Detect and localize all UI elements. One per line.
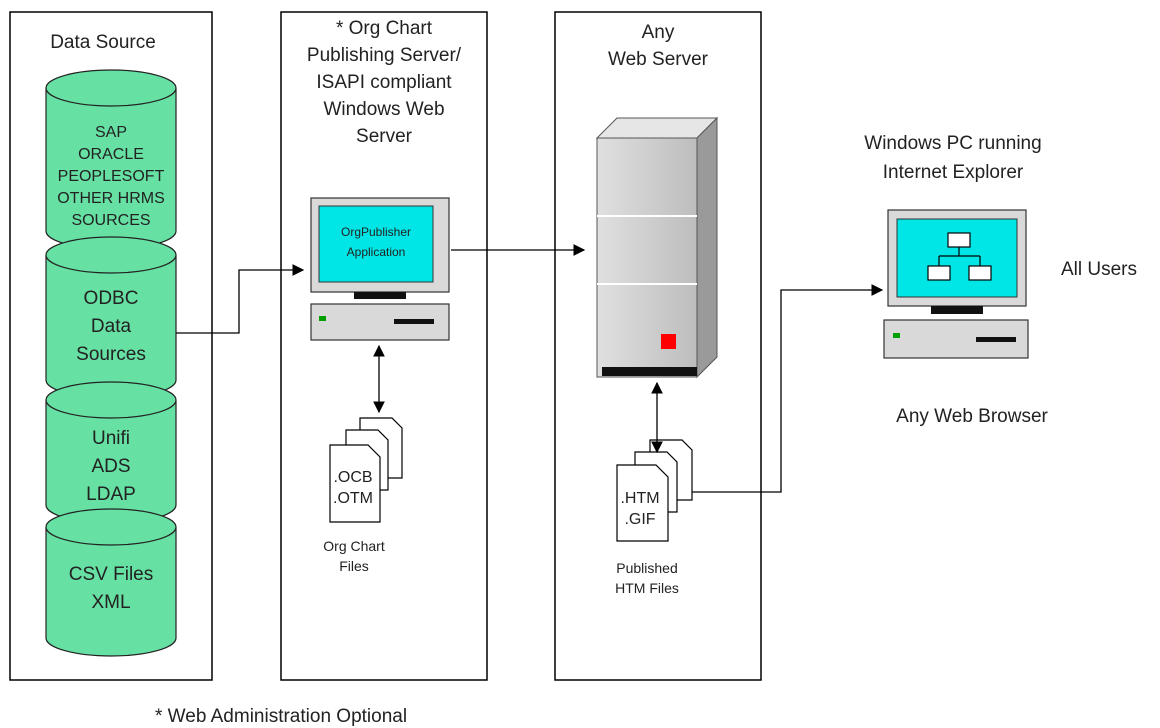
orgpublisher-computer: OrgPublisher Application xyxy=(310,197,450,341)
database-hrms: SAP ORACLE PEOPLESOFT OTHER HRMS SOURCES xyxy=(45,69,177,250)
svg-text:.OCB: .OCB xyxy=(333,469,372,486)
svg-text:Windows Web: Windows Web xyxy=(323,99,444,120)
orgpub-screen-line2: Application xyxy=(347,245,406,259)
svg-text:OTHER HRMS: OTHER HRMS xyxy=(57,190,165,207)
data-source-title: Data Source xyxy=(50,32,156,53)
svg-text:.GIF: .GIF xyxy=(624,511,655,528)
published-files-caption-1: Published xyxy=(616,560,678,576)
orgpub-screen-line1: OrgPublisher xyxy=(341,225,411,239)
database-files: CSV Files XML xyxy=(45,508,177,657)
svg-text:Web Server: Web Server xyxy=(608,49,709,70)
all-users-label: All Users xyxy=(1061,259,1137,280)
database-odbc: ODBC Data Sources xyxy=(45,236,177,399)
files-to-client-arrow xyxy=(692,284,884,493)
web-server-title: Any Web Server xyxy=(608,22,709,70)
svg-text:* Org Chart: * Org Chart xyxy=(336,18,433,39)
svg-text:LDAP: LDAP xyxy=(86,484,136,505)
org-chart-files-caption-2: Files xyxy=(339,558,369,574)
svg-text:ORACLE: ORACLE xyxy=(78,146,144,163)
svg-text:.HTM: .HTM xyxy=(620,490,659,507)
org-chart-files-icon: .OCB .OTM xyxy=(329,417,403,523)
published-files-icon: .HTM .GIF xyxy=(616,439,693,542)
any-web-browser-label: Any Web Browser xyxy=(896,406,1048,427)
svg-text:ODBC: ODBC xyxy=(84,288,139,309)
org-chart-files-caption-1: Org Chart xyxy=(323,538,385,554)
svg-text:Data: Data xyxy=(91,316,132,337)
svg-text:Unifi: Unifi xyxy=(92,428,130,449)
svg-text:ISAPI compliant: ISAPI compliant xyxy=(316,72,452,93)
footnote: * Web Administration Optional xyxy=(155,706,407,727)
svg-text:ADS: ADS xyxy=(91,456,130,477)
svg-text:Sources: Sources xyxy=(76,344,146,365)
web-server-tower xyxy=(595,116,719,379)
svg-text:Any: Any xyxy=(642,22,675,43)
client-computer xyxy=(883,209,1029,359)
svg-text:SAP: SAP xyxy=(95,124,127,141)
client-title-2: Internet Explorer xyxy=(883,162,1024,183)
svg-text:PEOPLESOFT: PEOPLESOFT xyxy=(58,168,165,185)
svg-text:CSV Files: CSV Files xyxy=(69,564,153,585)
org-chart-server-title: * Org Chart Publishing Server/ ISAPI com… xyxy=(307,18,462,147)
svg-text:SOURCES: SOURCES xyxy=(71,212,150,229)
database-directory: Unifi ADS LDAP xyxy=(45,381,177,524)
client-title-1: Windows PC running xyxy=(864,133,1041,154)
org-chart-icon xyxy=(927,232,992,281)
published-files-caption-2: HTM Files xyxy=(615,580,679,596)
svg-text:Server: Server xyxy=(356,126,413,147)
svg-text:XML: XML xyxy=(91,592,130,613)
svg-text:Publishing Server/: Publishing Server/ xyxy=(307,45,462,66)
odbc-to-orgpublisher-arrow xyxy=(176,264,305,334)
svg-text:.OTM: .OTM xyxy=(333,490,373,507)
